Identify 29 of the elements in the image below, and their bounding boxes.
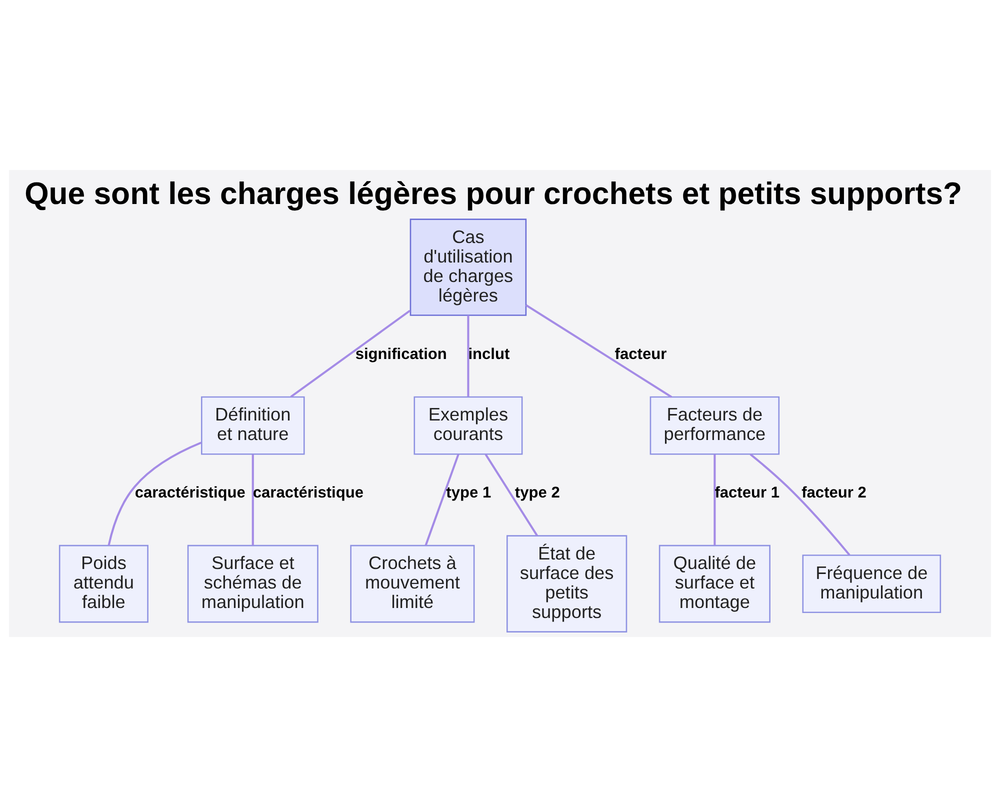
connector	[467, 315, 470, 397]
connector	[252, 454, 254, 546]
edge-label: facteur 2	[802, 484, 866, 502]
edge-label: inclut	[468, 346, 510, 363]
connector	[714, 454, 716, 546]
node-box: Cas d'utilisation de charges légères	[410, 218, 527, 316]
node-box: Fréquence de manipulation	[802, 554, 942, 613]
node-box: Crochets à mouvement limité	[350, 544, 475, 623]
edge-label: facteur	[614, 346, 667, 363]
edge-label: type 2	[514, 484, 560, 502]
connector	[108, 442, 202, 546]
node-box: État de surface des petits supports	[506, 535, 628, 632]
edge-label: type 1	[446, 484, 492, 502]
node-box: Facteurs de performance	[650, 396, 780, 455]
connector	[424, 454, 460, 546]
edge-label: caractéristique	[252, 484, 364, 502]
node-box: Définition et nature	[201, 396, 305, 455]
node-box: Qualité de surface et montage	[658, 544, 770, 623]
diagram-title: Que sont les charges légères pour crochets et petits supports?	[24, 176, 962, 211]
edge-label: facteur 1	[714, 484, 780, 502]
connector	[484, 454, 538, 536]
connector	[290, 310, 411, 398]
connector	[525, 304, 672, 398]
edge-label: caractéristique	[134, 484, 246, 502]
node-box: Surface et schémas de manipulation	[187, 544, 318, 623]
edge-label: signification	[355, 346, 447, 363]
node-box: Exemples courants	[414, 396, 523, 455]
connector	[750, 453, 850, 556]
node-box: Poids attendu faible	[58, 544, 148, 623]
